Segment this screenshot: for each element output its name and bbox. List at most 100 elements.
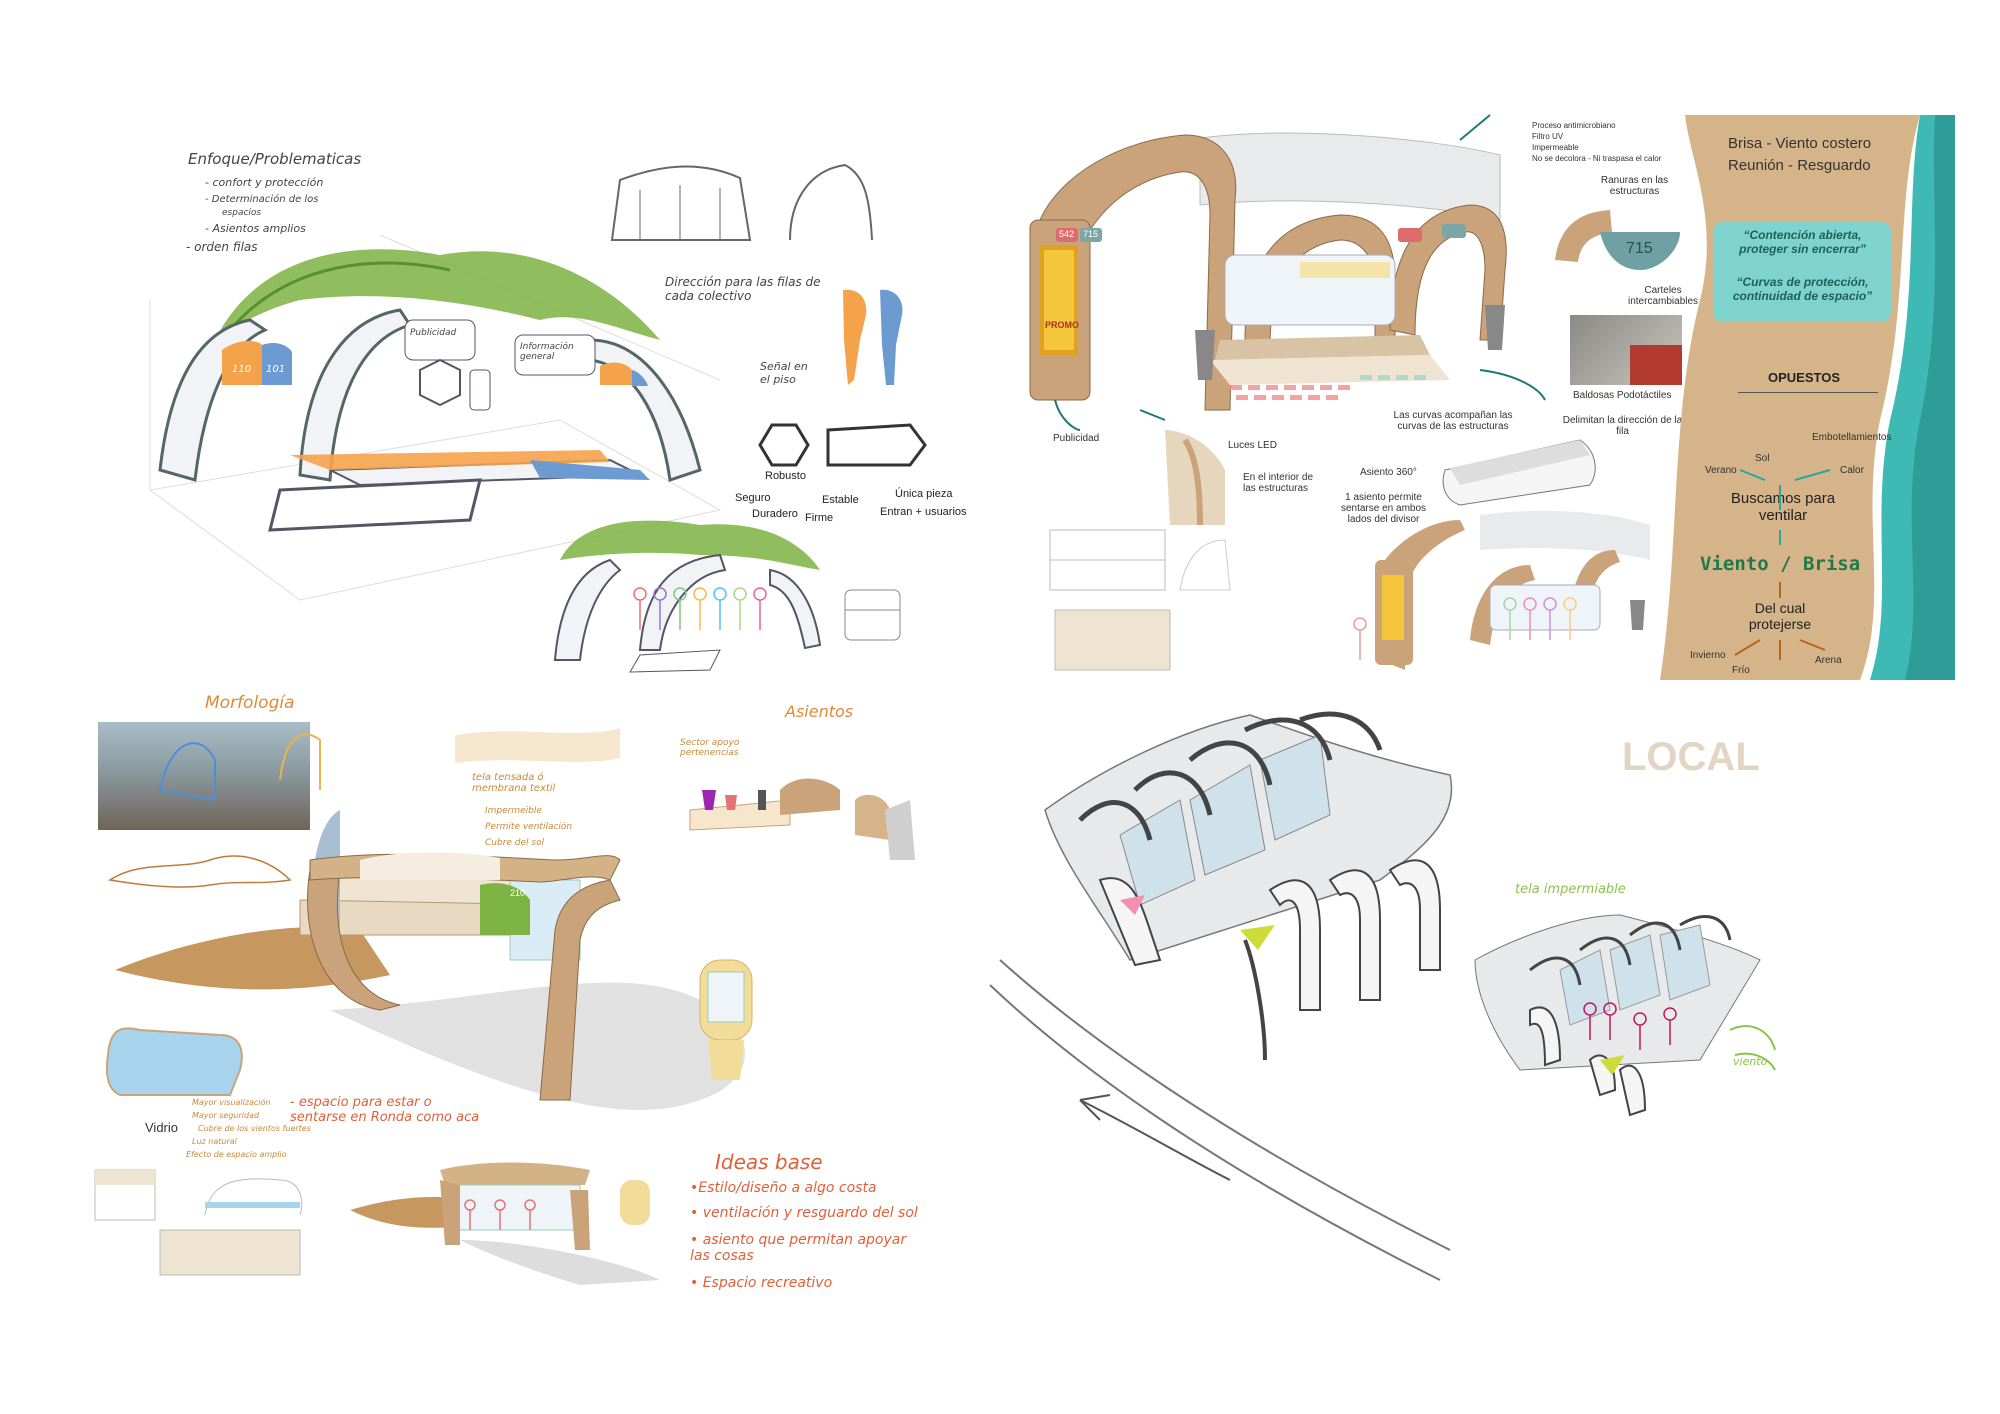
fabric-properties: Proceso antimicrobiano Filtro UV Imperme… [1532,120,1661,164]
panel-publicidad: Publicidad [410,328,457,338]
vidrio-prop: Mayor seguridad [192,1111,260,1120]
opuestos-title: OPUESTOS [1768,370,1841,385]
entran-label: Entran + usuarios [880,506,967,518]
tela-prop: Impermeible [485,806,542,816]
vidrio-prop: Cubre de los vientos fuertes [198,1124,311,1133]
verano-label: Verano [1705,465,1737,476]
sign-right-number: 715 [1083,229,1099,239]
buscamos-label: Buscamos para ventilar [1730,490,1836,524]
local-shelter-sketch-small [1474,914,1776,1117]
divider [1738,392,1878,393]
shelter-sketch-green-roof [148,234,722,601]
bus-number-signs [843,289,903,385]
sign-left-number: 542 [1059,229,1075,239]
curvas-label: Las curvas acompañan las curvas de las e… [1393,410,1513,432]
asientos-label: Asientos [785,702,854,721]
display-number: 715 [1626,240,1653,257]
shelter-sketch-small-users [553,520,901,673]
elevation-sketches [94,1169,303,1276]
panel-header-1: Brisa - Viento costero [1728,135,1872,152]
idea-item: • ventilación y resguardo del sol [690,1205,918,1221]
vidrio-label: Vidrio [145,1120,179,1135]
sketches-technical [1049,529,1231,671]
sign-110: 110 [232,364,252,375]
tela-prop: Permite ventilación [485,822,573,832]
delimitan-label: Delimitan la dirección de la fila [1562,415,1683,437]
embotellamientos-label: Embotellamientos [1812,432,1892,443]
firme-label: Firme [805,512,834,524]
problematicas-item: - orden filas [186,240,258,254]
panel-info: Información general [520,342,574,362]
idea-item: • asiento que permitan apoyar las cosas [690,1232,907,1264]
calor-label: Calor [1840,465,1864,476]
publicidad-label: Publicidad [1053,433,1100,444]
vidrio-prop: Luz natural [192,1137,237,1146]
seguro-label: Seguro [735,492,771,504]
duradero-label: Duradero [752,508,798,520]
concept-arrows [1734,469,1831,660]
local-shelter-sketch [989,711,1453,1281]
asientos-sketches [689,778,915,860]
asiento-desc: 1 asiento permite sentarse en ambos lado… [1340,492,1427,525]
tactile-photo-red [1630,345,1682,385]
ad-text: PROMO [1045,320,1080,330]
asiento-label: Asiento 360° [1360,467,1417,478]
sea-lion-photo [98,722,310,830]
idea-item: • Espacio recreativo [690,1275,833,1291]
invierno-label: Invierno [1690,650,1726,661]
shelter-sign-210: 210 [510,888,526,898]
luces-desc: En el interior de las estructuras [1243,472,1314,494]
baldosas-label: Baldosas Podotáctiles [1573,390,1672,401]
vidrio-prop: Efecto de espacio amplio [186,1150,287,1159]
outline-sketch-front [610,163,873,241]
problematicas-item: - Determinación de los [205,194,319,205]
sign-101: 101 [266,364,286,375]
arena-label: Arena [1815,655,1842,666]
quote-2: “Curvas de protección, continuidad de es… [1732,275,1873,303]
del-cual-label: Del cual protejerse [1748,600,1812,632]
viento-label: Viento / Brisa [1700,553,1861,575]
local-title: LOCAL [1622,735,1760,779]
problematicas-item: espacios [222,208,262,218]
shelter-render-beige [1029,114,1546,431]
shelter-render-wood-small [350,1162,660,1285]
quote-1: “Contención abierta, proteger sin encerr… [1739,228,1866,256]
bench-360 [1442,439,1596,506]
unica-pieza-label: Única pieza [895,488,953,500]
quote-box [1713,222,1891,322]
vidrio-prop: Mayor visualización [192,1098,271,1107]
tela-prop: Cubre del sol [485,838,545,848]
tela-label: tela tensada ó membrana textil [472,772,556,794]
frio-label: Frío [1732,665,1750,676]
led-detail [1165,430,1225,526]
tela-impermeable-label: tela impermiable [1515,882,1626,897]
problematicas-item: - confort y protección [205,176,324,189]
espacio-label: - espacio para estar o sentarse en Ronda… [290,1095,480,1125]
carteles-label: Carteles intercambiables [1628,285,1699,307]
fabric-prop: Proceso antimicrobiano [1532,121,1616,130]
robusto-label: Robusto [765,470,806,482]
estable-label: Estable [822,494,859,506]
slot-detail [1555,210,1680,270]
sol-label: Sol [1755,453,1770,464]
fabric-preview [455,728,620,763]
vidrio-sketch [105,1027,243,1096]
problematicas-title: Enfoque/Problematicas [188,150,362,168]
fabric-prop: Filtro UV [1532,132,1564,141]
direction-label: Dirección para las filas de cada colecti… [665,275,821,303]
ranuras-label: Ranuras en las estructuras [1600,175,1669,197]
morfologia-label: Morfología [205,693,295,713]
robust-shapes [758,423,927,467]
shelter-render-small [1353,510,1650,670]
morfologia-sketches [108,733,321,888]
fabric-prop: No se decolora - Ni traspasa el calor [1532,154,1662,163]
problematicas-item: - Asientos amplios [205,222,306,235]
ideas-title: Ideas base [715,1150,823,1174]
shelter-render-wood [115,810,753,1110]
fabric-prop: Impermeable [1532,143,1579,152]
sector-apoyo-label: Sector apoyo pertenencias [680,738,740,758]
idea-item: •Estilo/diseño a algo costa [690,1180,877,1196]
floor-signal-label: Señal en el piso [760,360,808,386]
viento-q4-label: viento [1733,1055,1768,1068]
luces-label: Luces LED [1228,440,1277,451]
